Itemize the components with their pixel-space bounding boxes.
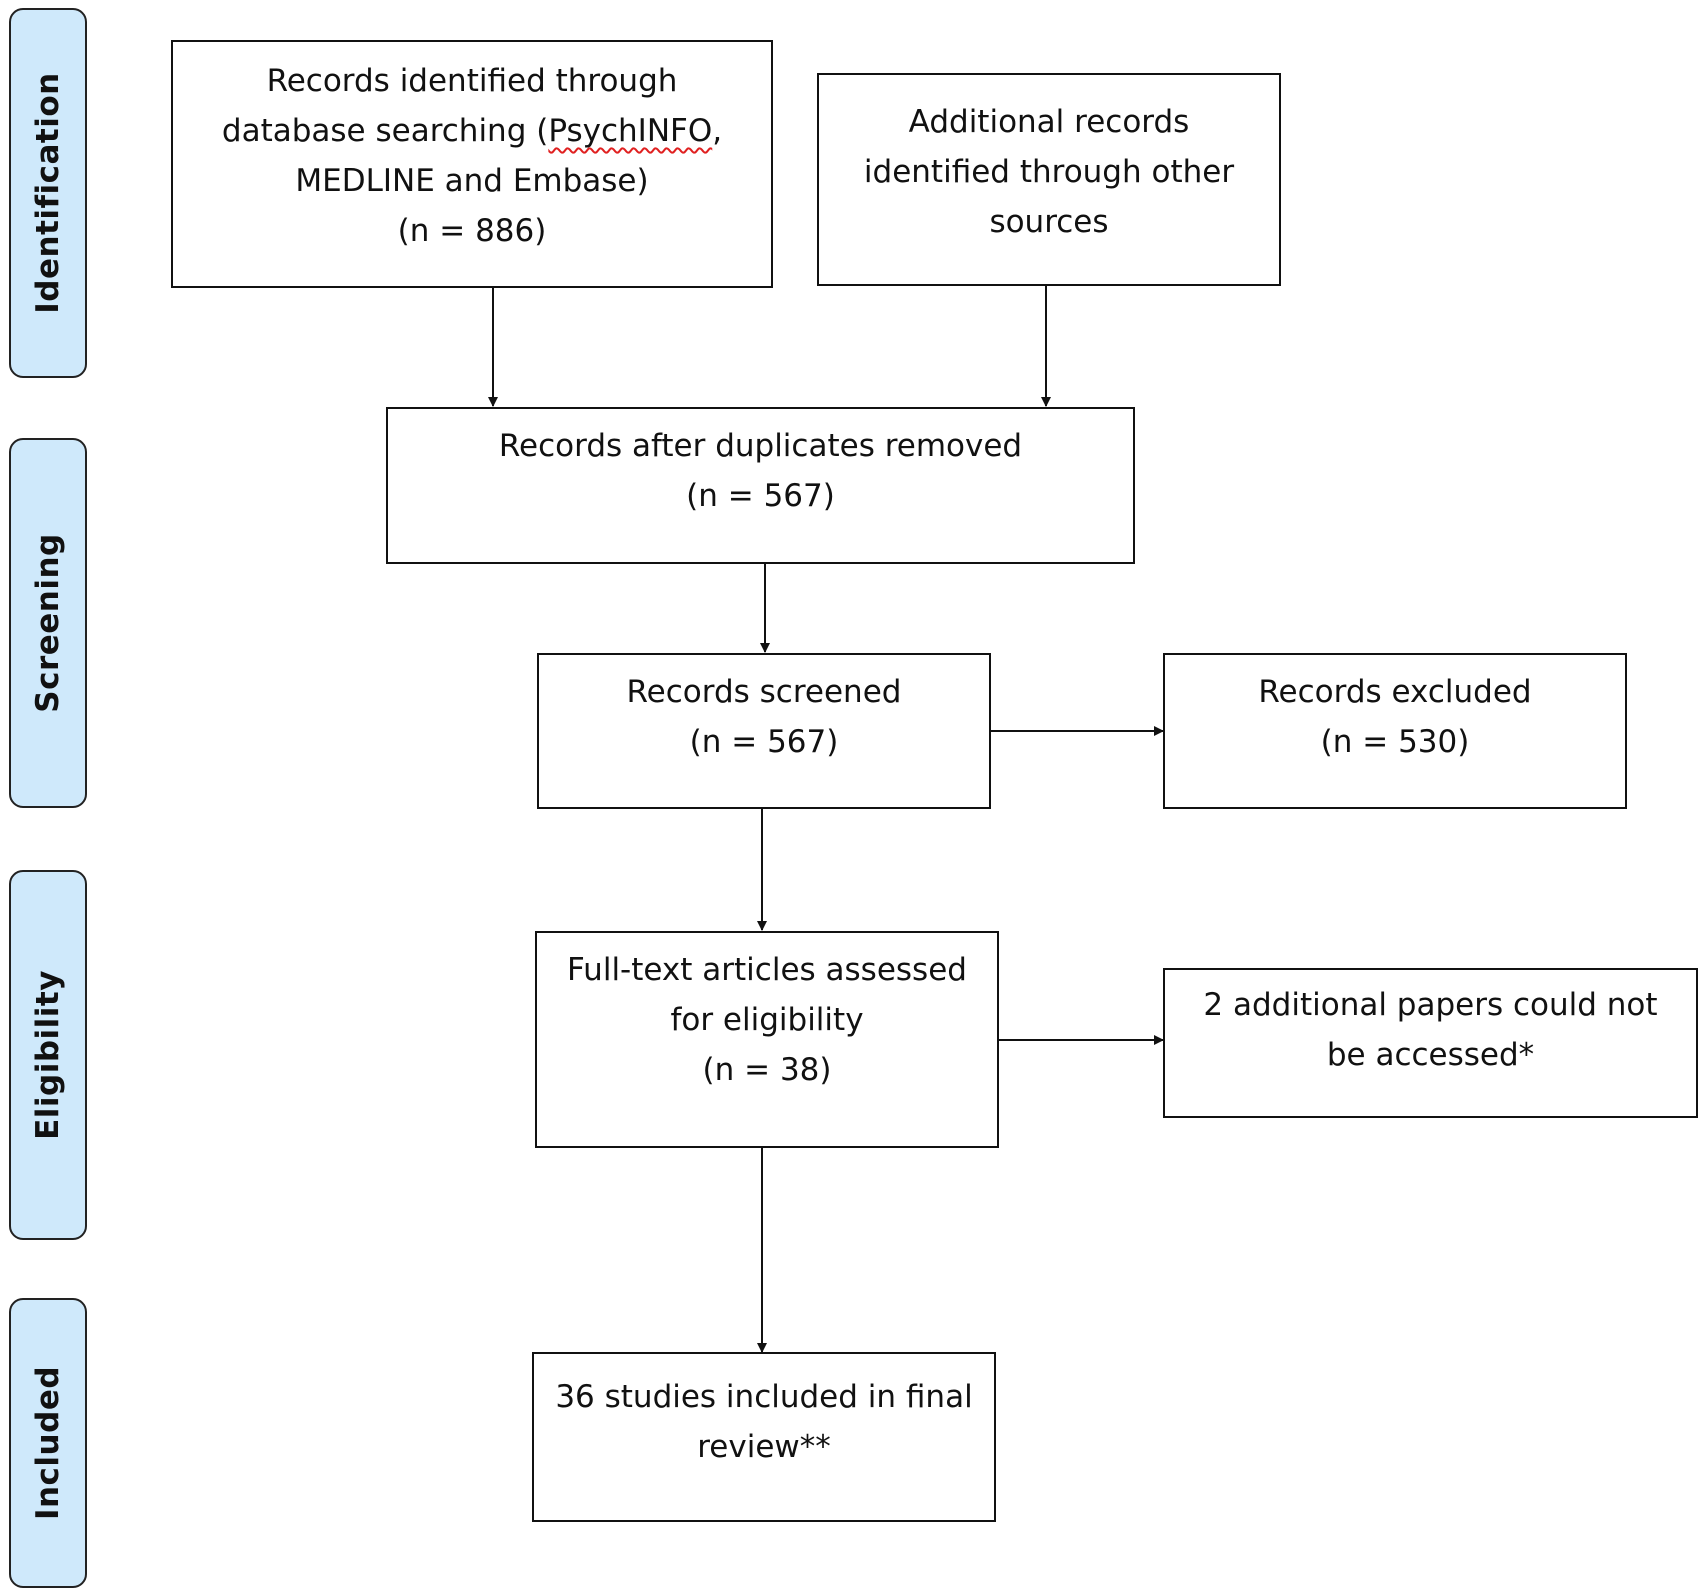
database-records-line2: database searching (PsychINFO, bbox=[222, 106, 722, 156]
phase-identification: Identification bbox=[9, 8, 87, 378]
phase-eligibility: Eligibility bbox=[9, 870, 87, 1240]
not-accessed-line1: 2 additional papers could not bbox=[1203, 987, 1658, 1023]
after-duplicates-count: (n = 567) bbox=[686, 478, 835, 514]
database-records-count: (n = 886) bbox=[397, 213, 547, 249]
full-text-line2: for eligibility bbox=[670, 1002, 864, 1038]
database-records-line3: MEDLINE and Embase) bbox=[295, 163, 649, 199]
phase-included: Included bbox=[9, 1298, 87, 1588]
included-studies-line2: review** bbox=[697, 1429, 831, 1465]
box-after-duplicates: Records after duplicates removed (n = 56… bbox=[386, 407, 1135, 564]
other-sources-line2: identified through other bbox=[863, 154, 1235, 190]
box-full-text-assessed: Full-text articles assessed for eligibil… bbox=[535, 931, 999, 1148]
records-screened-count: (n = 567) bbox=[689, 724, 839, 760]
box-records-screened: Records screened (n = 567) bbox=[537, 653, 991, 809]
records-screened-line1: Records screened bbox=[626, 674, 902, 710]
records-excluded-line1: Records excluded bbox=[1258, 674, 1532, 710]
phase-screening: Screening bbox=[9, 438, 87, 808]
database-records-line1: Records identified through bbox=[266, 63, 678, 99]
box-included-studies: 36 studies included in final review** bbox=[532, 1352, 996, 1522]
full-text-line1: Full-text articles assessed bbox=[567, 952, 967, 988]
full-text-count: (n = 38) bbox=[702, 1052, 832, 1088]
after-duplicates-line1: Records after duplicates removed bbox=[498, 428, 1023, 464]
records-excluded-count: (n = 530) bbox=[1320, 724, 1470, 760]
psychinfo-spellcheck-word: PsychINFO bbox=[548, 113, 713, 149]
box-other-sources: Additional records identified through ot… bbox=[817, 73, 1281, 286]
box-records-excluded: Records excluded (n = 530) bbox=[1163, 653, 1627, 809]
database-records-line2-post: , bbox=[712, 113, 723, 149]
included-studies-line1: 36 studies included in final bbox=[555, 1379, 973, 1415]
not-accessed-line2: be accessed* bbox=[1326, 1037, 1535, 1073]
database-records-line2-pre: database searching ( bbox=[221, 113, 549, 149]
box-database-records: Records identified through database sear… bbox=[171, 40, 773, 288]
other-sources-line3: sources bbox=[989, 204, 1109, 240]
other-sources-line1: Additional records bbox=[908, 104, 1190, 140]
box-not-accessed: 2 additional papers could not be accesse… bbox=[1163, 968, 1698, 1118]
